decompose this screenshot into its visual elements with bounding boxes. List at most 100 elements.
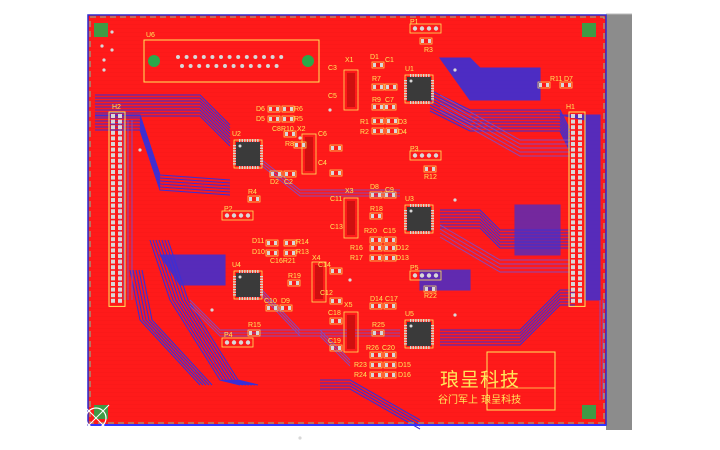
ref-D13[interactable]: D13 (396, 255, 409, 262)
ref-C13[interactable]: C13 (330, 224, 343, 231)
ref-D15[interactable]: D15 (398, 362, 411, 369)
ref-R18[interactable]: R18 (370, 206, 383, 213)
trace (440, 218, 570, 240)
ref-C12[interactable]: C12 (320, 290, 333, 297)
ref-R26[interactable]: R26 (366, 345, 379, 352)
ref-P2[interactable]: P2 (224, 206, 233, 213)
ref-R15[interactable]: R15 (248, 322, 261, 329)
ref-D7[interactable]: D7 (564, 76, 573, 83)
smd-part-34-outline (383, 244, 397, 252)
ref-X2[interactable]: X2 (297, 126, 306, 133)
ref-D6[interactable]: D6 (256, 106, 265, 113)
ref-D10[interactable]: D10 (252, 249, 265, 256)
ref-C2[interactable]: C2 (284, 179, 293, 186)
ref-C17[interactable]: C17 (385, 296, 398, 303)
ref-D12[interactable]: D12 (396, 245, 409, 252)
ref-R1[interactable]: R1 (360, 119, 369, 126)
lead (417, 346, 420, 349)
ref-P1[interactable]: P1 (410, 19, 419, 26)
smd-part-28-outline (383, 236, 397, 244)
smd-part-40 (423, 285, 437, 293)
ref-C9[interactable]: C9 (385, 187, 394, 194)
ref-C11[interactable]: C11 (330, 196, 343, 203)
ref-D14[interactable]: D14 (370, 296, 383, 303)
pin (426, 153, 432, 158)
ref-C14[interactable]: C14 (318, 262, 331, 269)
ref-R14[interactable]: R14 (296, 239, 309, 246)
u6-pin (219, 55, 223, 59)
ref-P4[interactable]: P4 (224, 332, 233, 339)
ref-C20[interactable]: C20 (382, 345, 395, 352)
pin (238, 340, 244, 345)
ref-R4[interactable]: R4 (248, 189, 257, 196)
ref-R8[interactable]: R8 (285, 141, 294, 148)
lead (239, 166, 241, 169)
ref-C19[interactable]: C19 (328, 338, 341, 345)
lead (404, 95, 407, 97)
ref-X4[interactable]: X4 (312, 255, 321, 262)
pad (371, 363, 374, 367)
ref-X5[interactable]: X5 (344, 302, 353, 309)
ref-U4[interactable]: U4 (232, 262, 241, 269)
ref-R9[interactable]: R9 (372, 97, 381, 104)
ref-X3[interactable]: X3 (345, 188, 354, 195)
ref-C3[interactable]: C3 (328, 65, 337, 72)
trace (158, 239, 250, 386)
lead (404, 212, 407, 214)
ref-R20[interactable]: R20 (364, 228, 377, 235)
ref-R23[interactable]: R23 (354, 362, 367, 369)
ref-R2[interactable]: R2 (360, 129, 369, 136)
ref-C6[interactable]: C6 (318, 131, 327, 138)
ref-D11[interactable]: D11 (252, 238, 265, 245)
pin (111, 153, 115, 158)
ref-U3[interactable]: U3 (405, 196, 414, 203)
ref-C7[interactable]: C7 (385, 97, 394, 104)
ref-C4[interactable]: C4 (318, 160, 327, 167)
ref-D3[interactable]: D3 (398, 119, 407, 126)
ref-C8R10[interactable]: C8R10 (272, 126, 294, 133)
ref-H1[interactable]: H1 (566, 104, 575, 111)
ref-R24[interactable]: R24 (354, 372, 367, 379)
smd-part-11-outline (559, 81, 573, 89)
ref-U1[interactable]: U1 (405, 66, 414, 73)
ref-D5[interactable]: D5 (256, 116, 265, 123)
ref-R11[interactable]: R11 (550, 76, 563, 83)
ref-R22[interactable]: R22 (424, 293, 437, 300)
ref-U2[interactable]: U2 (232, 131, 241, 138)
ref-C10[interactable]: C10 (264, 298, 277, 305)
ref-U6[interactable]: U6 (146, 32, 155, 39)
ref-C5[interactable]: C5 (328, 93, 337, 100)
ref-D9[interactable]: D9 (281, 298, 290, 305)
ref-D2[interactable]: D2 (270, 179, 279, 186)
trace (138, 269, 210, 386)
lead (420, 74, 422, 77)
ref-H2[interactable]: H2 (112, 104, 121, 111)
ref-D4[interactable]: D4 (398, 129, 407, 136)
ref-R16[interactable]: R16 (350, 245, 363, 252)
ref-P5[interactable]: P5 (410, 265, 419, 272)
ref-R3[interactable]: R3 (424, 47, 433, 54)
ref-R13[interactable]: R13 (296, 249, 309, 256)
ref-R19[interactable]: R19 (288, 273, 301, 280)
ref-D8[interactable]: D8 (370, 184, 379, 191)
ref-D16[interactable]: D16 (398, 372, 411, 379)
ref-R6[interactable]: R6 (294, 106, 303, 113)
pin (578, 254, 582, 258)
ref-C16R21[interactable]: C16R21 (270, 258, 296, 265)
ref-C15[interactable]: C15 (383, 228, 396, 235)
ref-U5[interactable]: U5 (405, 311, 414, 318)
ref-C18[interactable]: C18 (328, 310, 341, 317)
ref-D1[interactable]: D1 (370, 54, 379, 61)
lead (431, 225, 434, 227)
ref-P3[interactable]: P3 (410, 146, 419, 153)
ref-C1[interactable]: C1 (385, 57, 394, 64)
ref-R25[interactable]: R25 (372, 322, 385, 329)
smd-part-19-outline (283, 170, 297, 178)
ref-R5[interactable]: R5 (294, 116, 303, 123)
ref-R17[interactable]: R17 (350, 255, 363, 262)
ref-X1[interactable]: X1 (345, 57, 354, 64)
ref-R12[interactable]: R12 (424, 174, 437, 181)
ref-R7[interactable]: R7 (372, 76, 381, 83)
